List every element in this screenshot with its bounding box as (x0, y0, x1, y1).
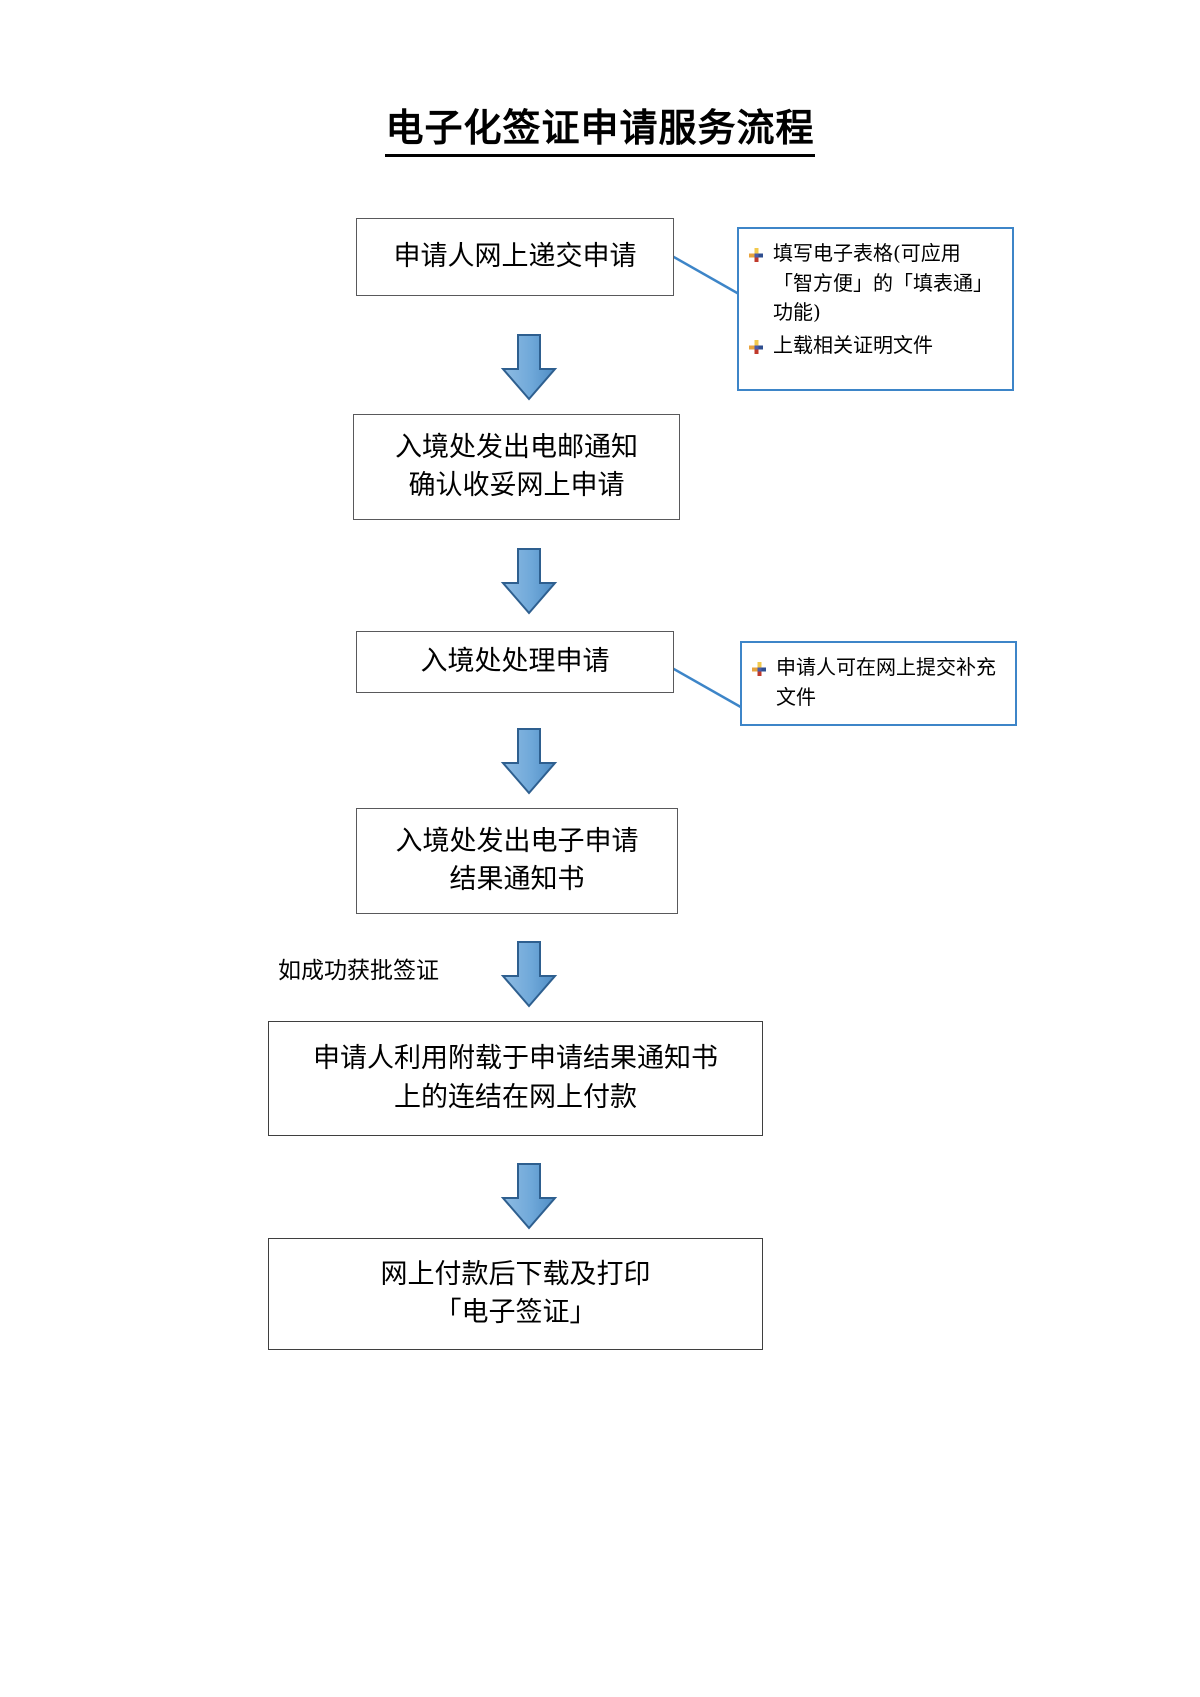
note-list-item: 上载相关证明文件 (747, 331, 1000, 361)
process-box-label: 网上付款后下载及打印 「电子签证」 (380, 1258, 651, 1328)
process-box-step-6[interactable]: 网上付款后下载及打印 「电子签证」 (268, 1238, 763, 1350)
process-box-label: 入境处发出电邮通知 确认收妥网上申请 (395, 431, 638, 501)
note-item-text: 填写电子表格(可应用「智方便」的「填表通」功能) (773, 241, 993, 325)
note-box-1[interactable]: 填写电子表格(可应用「智方便」的「填表通」功能) 上载相关证明文件 (737, 227, 1014, 391)
process-box-step-1[interactable]: 申请人网上递交申请 (356, 218, 674, 296)
process-box-label: 入境处处理申请 (420, 645, 610, 677)
process-box-label: 申请人网上递交申请 (393, 240, 637, 272)
plus-cross-icon (747, 338, 765, 358)
arrow-down-icon (500, 1163, 558, 1230)
process-box-step-5[interactable]: 申请人利用附载于申请结果通知书 上的连结在网上付款 (268, 1021, 763, 1136)
process-box-step-2[interactable]: 入境处发出电邮通知 确认收妥网上申请 (353, 414, 680, 520)
arrow-down-icon (500, 728, 558, 795)
process-box-step-4[interactable]: 入境处发出电子申请 结果通知书 (356, 808, 678, 914)
plus-cross-icon (747, 246, 765, 266)
note-list-item: 申请人可在网上提交补充文件 (750, 653, 1003, 712)
process-box-label: 入境处发出电子申请 结果通知书 (395, 825, 639, 895)
connector-label-approved: 如成功获批签证 (278, 958, 439, 984)
note-box-2[interactable]: 申请人可在网上提交补充文件 (740, 641, 1017, 726)
arrow-down-icon (500, 941, 558, 1008)
page-title: 电子化签证申请服务流程 (0, 97, 1200, 157)
note-item-text: 申请人可在网上提交补充文件 (776, 655, 996, 709)
page-title-text: 电子化签证申请服务流程 (385, 105, 815, 157)
arrow-down-icon (500, 334, 558, 401)
note-list-item: 填写电子表格(可应用「智方便」的「填表通」功能) (747, 239, 1000, 328)
process-box-step-3[interactable]: 入境处处理申请 (356, 631, 674, 693)
plus-cross-icon (750, 660, 768, 680)
process-box-label: 申请人利用附载于申请结果通知书 上的连结在网上付款 (313, 1043, 718, 1113)
arrow-down-icon (500, 548, 558, 615)
note-item-text: 上载相关证明文件 (773, 332, 933, 357)
